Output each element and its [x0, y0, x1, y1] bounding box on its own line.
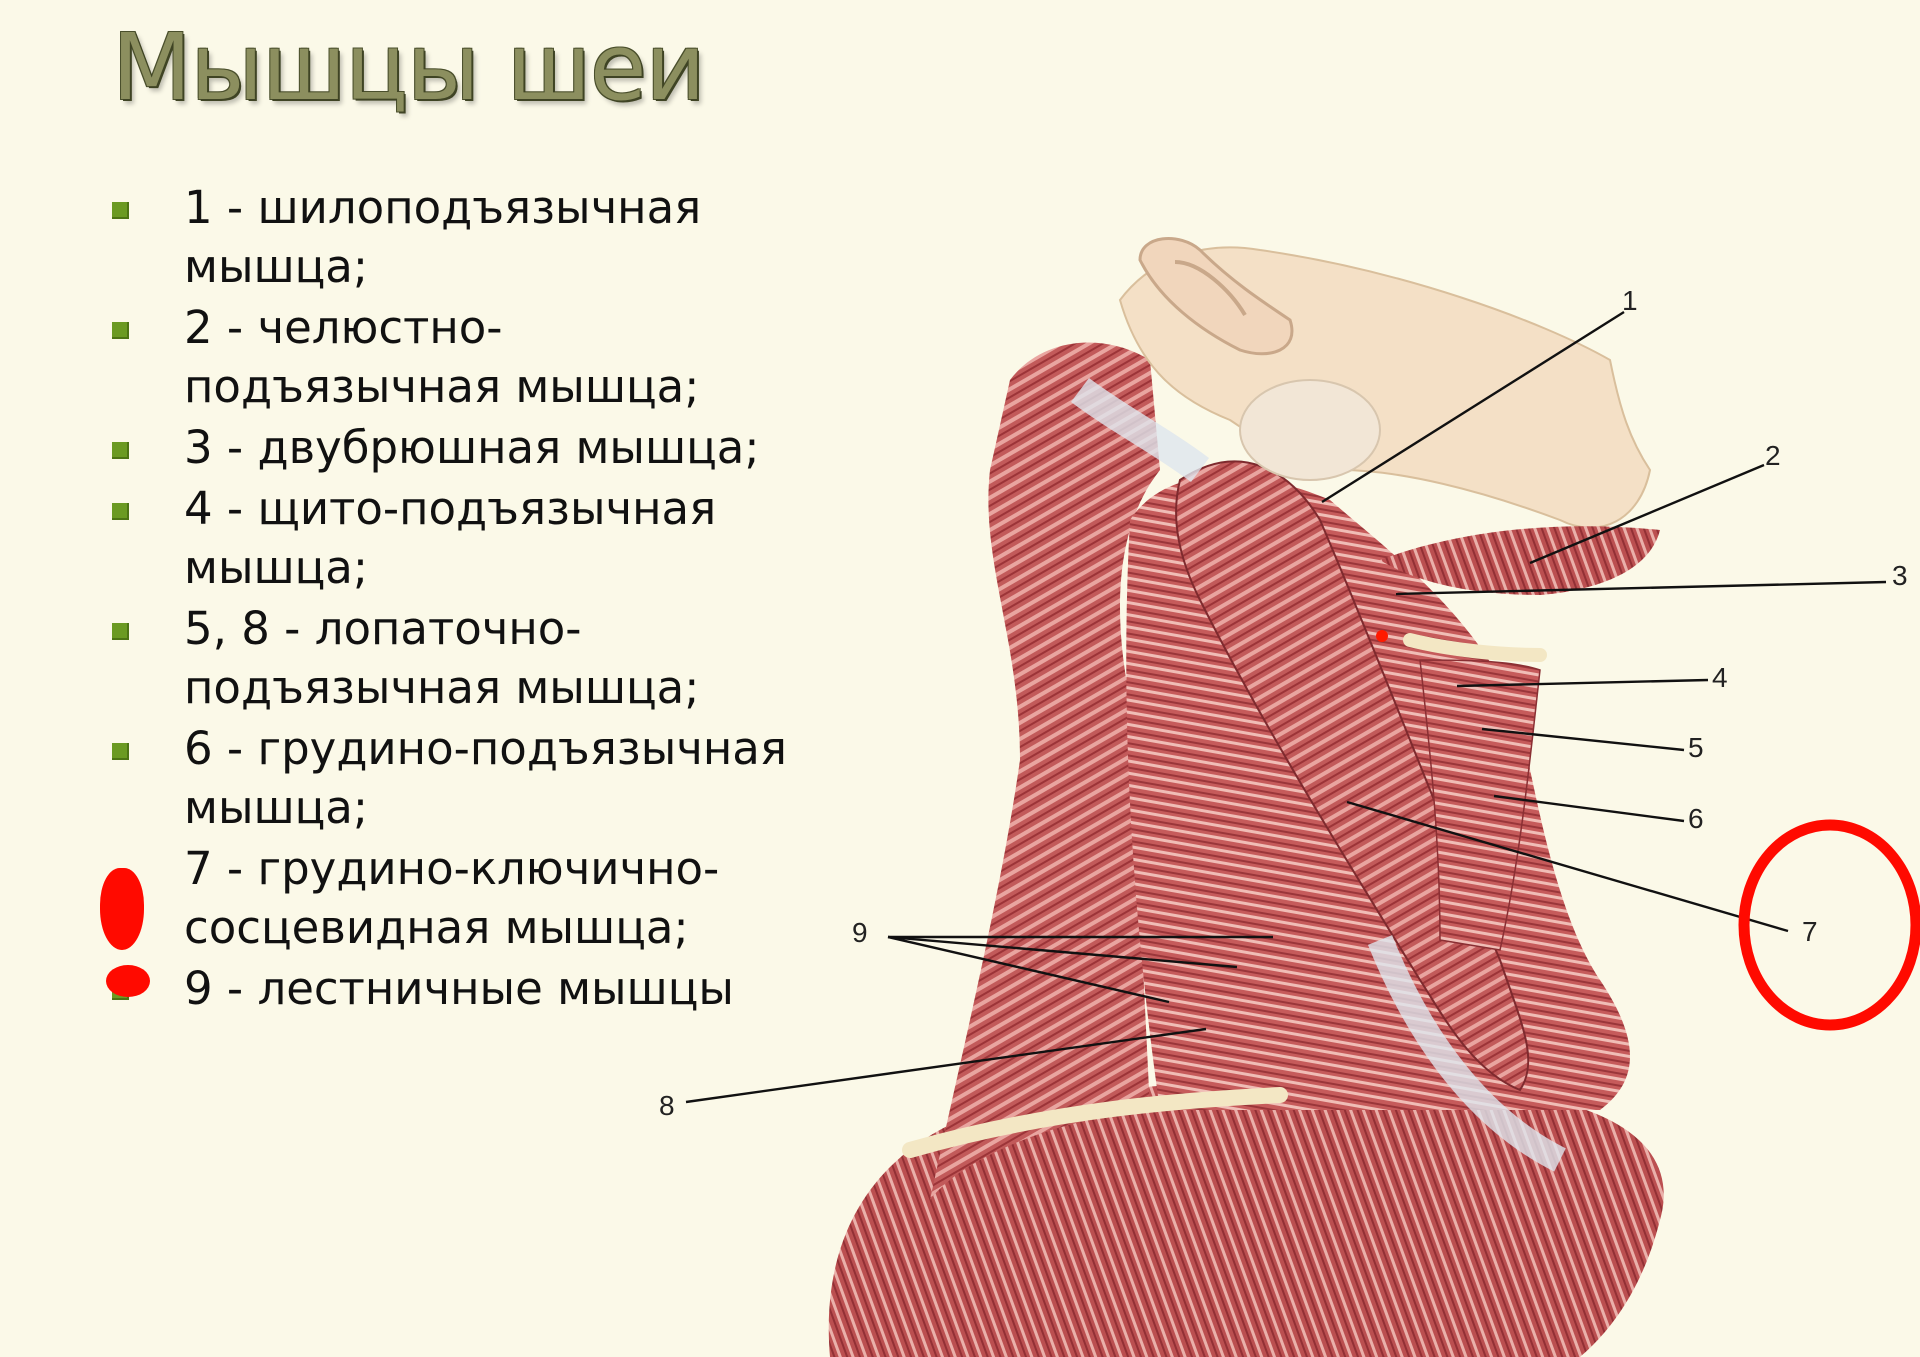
diagram-label-3: 3 — [1892, 560, 1908, 591]
neck-body — [828, 237, 1664, 1357]
diagram-label-2: 2 — [1765, 440, 1781, 471]
diagram-label-8: 8 — [659, 1090, 675, 1121]
legend-item: 1 - шилоподъязычная мышца; — [112, 178, 792, 296]
red-annotation-blob — [100, 868, 144, 950]
legend-item: 3 - двубрюшная мышца; — [112, 418, 792, 477]
page-title: Мышцы шеи — [112, 14, 705, 121]
bullet-icon — [112, 503, 129, 520]
red-circle-annotation — [1738, 819, 1920, 1031]
legend-item: 9 - лестничные мышцы — [112, 959, 792, 1018]
legend-item: 2 - челюстно-подъязычная мышца; — [112, 298, 792, 416]
diagram-label-7: 7 — [1802, 916, 1818, 947]
legend-item: 4 - щито-подъязычная мышца; — [112, 479, 792, 597]
bullet-icon — [112, 202, 129, 219]
bullet-icon — [112, 623, 129, 640]
muscle-legend: 1 - шилоподъязычная мышца; 2 - челюстно-… — [112, 178, 792, 1020]
legend-item: 6 - грудино-подъязычная мышца; — [112, 719, 792, 837]
bullet-icon — [112, 743, 129, 760]
diagram-label-5: 5 — [1688, 732, 1704, 763]
diagram-label-6: 6 — [1688, 803, 1704, 834]
bullet-icon — [112, 442, 129, 459]
red-annotation-dot — [106, 965, 150, 997]
diagram-label-9: 9 — [852, 917, 868, 948]
diagram-label-1: 1 — [1622, 285, 1638, 316]
leader-lines — [685, 310, 1887, 1104]
bullet-icon — [112, 322, 129, 339]
diagram-label-4: 4 — [1712, 662, 1728, 693]
legend-item: 5, 8 - лопаточно-подъязычная мышца; — [112, 599, 792, 717]
legend-item: 7 - грудино-ключично-сосцевидная мышца; — [184, 842, 720, 954]
